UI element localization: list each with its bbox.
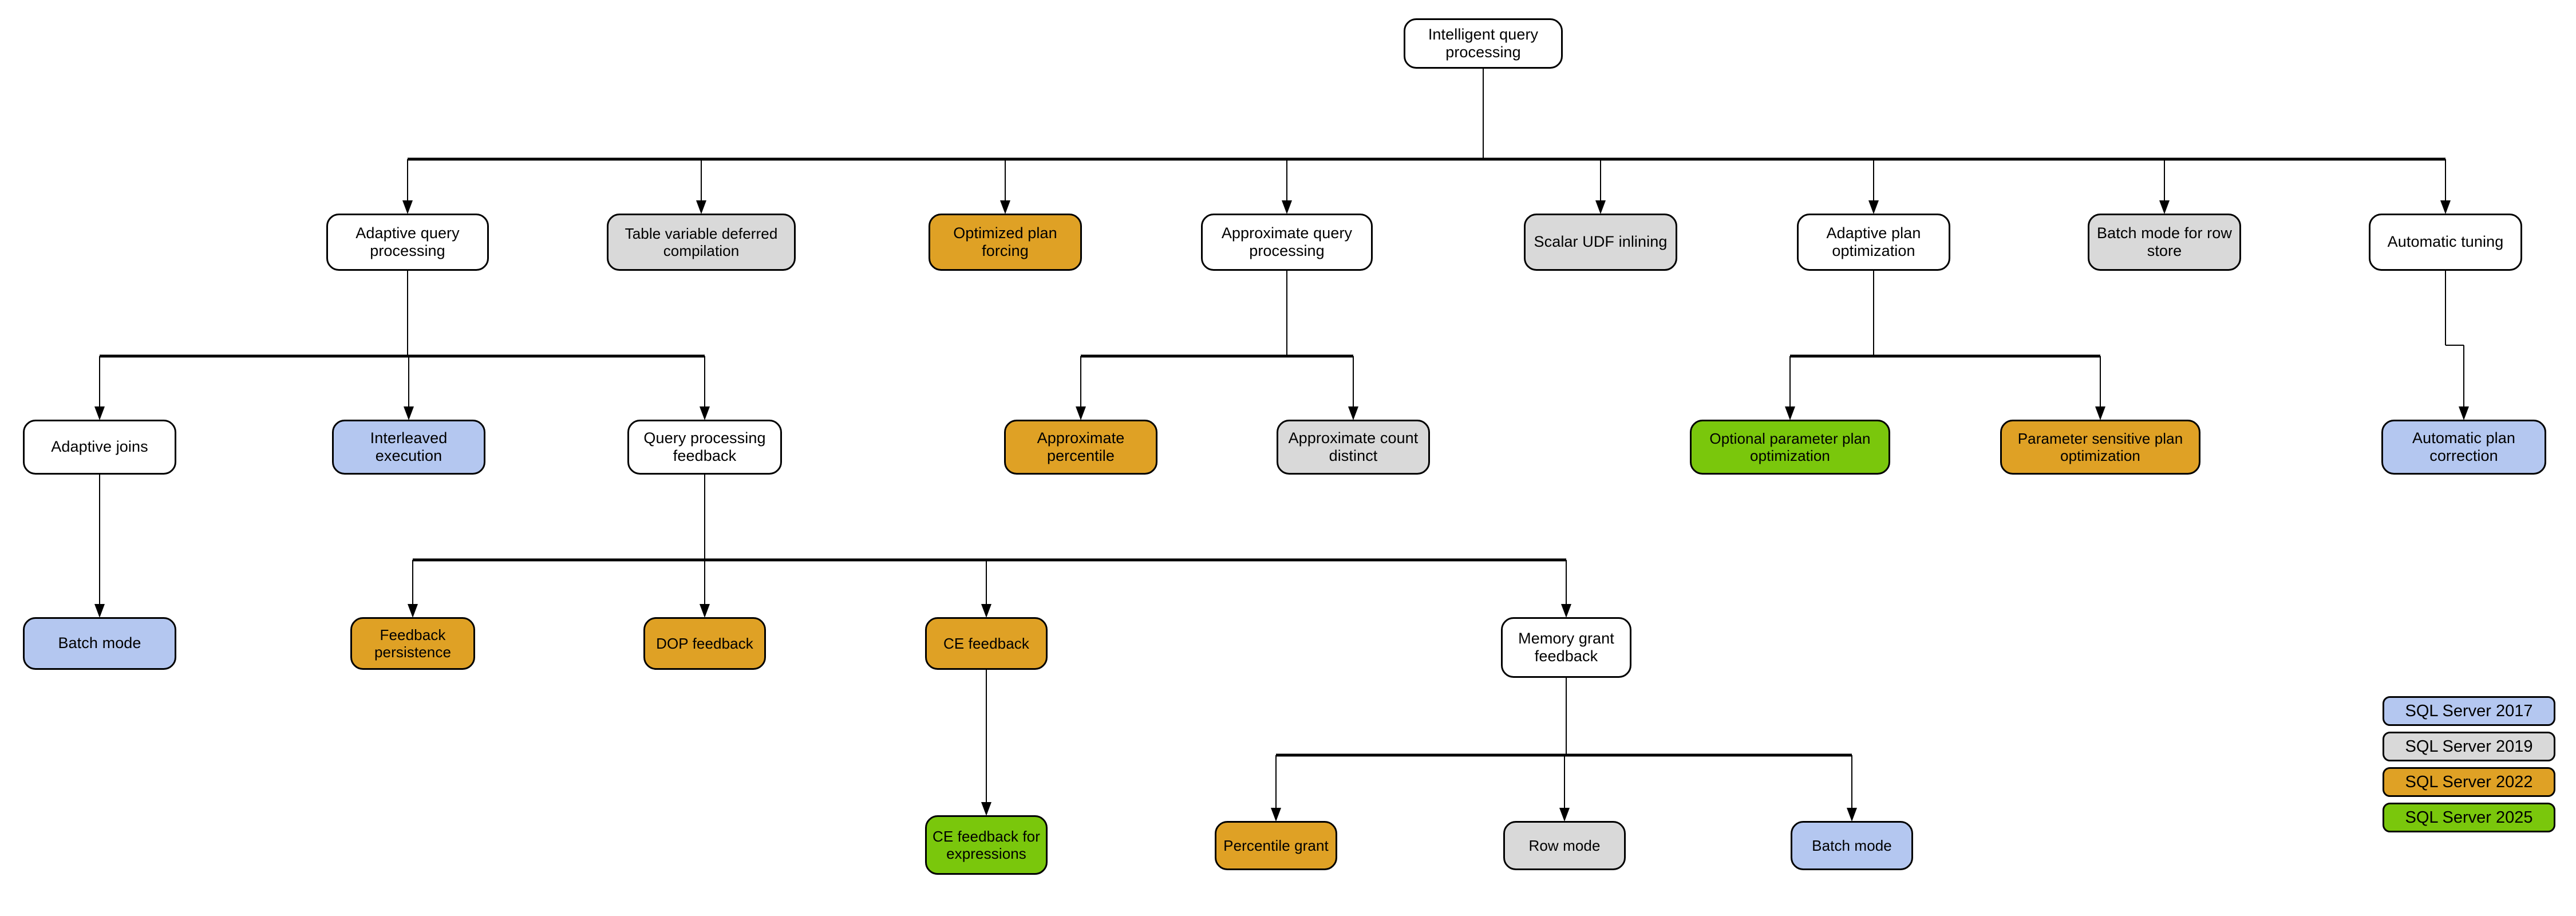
- node-label: Optional parameter plan optimization: [1709, 429, 1871, 464]
- node-label: Approximate percentile: [1037, 429, 1125, 464]
- node-label: Adaptive plan optimization: [1826, 224, 1921, 259]
- node-pspo[interactable]: Parameter sensitive plan optimization: [2000, 420, 2200, 475]
- node-aqp[interactable]: Adaptive query processing: [326, 214, 489, 271]
- node-interleaved[interactable]: Interleaved execution: [332, 420, 485, 475]
- node-label: DOP feedback: [656, 634, 753, 652]
- node-batchmode2[interactable]: Batch mode: [1791, 821, 1913, 870]
- node-label: Query processing feedback: [643, 429, 766, 464]
- node-label: Approximate query processing: [1221, 224, 1353, 259]
- node-label: Batch mode for row store: [2097, 224, 2232, 259]
- legend-item-sql-server-2019: SQL Server 2019: [2383, 732, 2555, 761]
- node-qpf[interactable]: Query processing feedback: [627, 420, 782, 475]
- node-label: Batch mode: [1812, 836, 1892, 854]
- node-label: Adaptive joins: [51, 438, 148, 456]
- node-iqp[interactable]: Intelligent query processing: [1404, 18, 1563, 69]
- node-pctgrant[interactable]: Percentile grant: [1215, 821, 1337, 870]
- node-approxcd[interactable]: Approximate count distinct: [1277, 420, 1430, 475]
- legend-item-sql-server-2022: SQL Server 2022: [2383, 767, 2555, 797]
- node-label: Optimized plan forcing: [953, 224, 1057, 259]
- node-dopfb[interactable]: DOP feedback: [643, 617, 766, 670]
- node-label: CE feedback: [943, 634, 1029, 652]
- node-label: CE feedback for expressions: [933, 827, 1040, 862]
- legend-label: SQL Server 2017: [2405, 701, 2533, 720]
- node-apc[interactable]: Automatic plan correction: [2381, 420, 2546, 475]
- node-cefb[interactable]: CE feedback: [925, 617, 1048, 670]
- node-approxqp[interactable]: Approximate query processing: [1201, 214, 1373, 271]
- legend-label: SQL Server 2025: [2405, 808, 2533, 827]
- node-label: Automatic tuning: [2387, 233, 2504, 251]
- node-bmrs[interactable]: Batch mode for row store: [2088, 214, 2241, 271]
- node-apo[interactable]: Adaptive plan optimization: [1797, 214, 1950, 271]
- node-rowmode[interactable]: Row mode: [1503, 821, 1626, 870]
- node-oppo[interactable]: Optional parameter plan optimization: [1690, 420, 1890, 475]
- node-label: Percentile grant: [1223, 836, 1329, 854]
- legend-item-sql-server-2025: SQL Server 2025: [2383, 803, 2555, 832]
- node-label: Adaptive query processing: [355, 224, 460, 259]
- node-opf[interactable]: Optimized plan forcing: [929, 214, 1082, 271]
- node-label: Batch mode: [58, 634, 141, 652]
- legend-item-sql-server-2017: SQL Server 2017: [2383, 696, 2555, 726]
- node-fbpersist[interactable]: Feedback persistence: [350, 617, 475, 670]
- node-udf[interactable]: Scalar UDF inlining: [1524, 214, 1677, 271]
- node-autotune[interactable]: Automatic tuning: [2369, 214, 2522, 271]
- node-label: Table variable deferred compilation: [625, 224, 778, 259]
- legend-label: SQL Server 2019: [2405, 737, 2533, 756]
- node-mgf[interactable]: Memory grant feedback: [1501, 617, 1631, 678]
- node-cefbexpr[interactable]: CE feedback for expressions: [925, 815, 1048, 875]
- node-label: Interleaved execution: [370, 429, 448, 464]
- node-label: Memory grant feedback: [1518, 629, 1614, 665]
- node-label: Feedback persistence: [374, 626, 452, 661]
- node-label: Parameter sensitive plan optimization: [2017, 429, 2183, 464]
- node-adaptjoins[interactable]: Adaptive joins: [23, 420, 176, 475]
- node-label: Approximate count distinct: [1288, 429, 1419, 464]
- node-label: Automatic plan correction: [2412, 429, 2515, 464]
- node-approxpct[interactable]: Approximate percentile: [1004, 420, 1157, 475]
- node-batchmode1[interactable]: Batch mode: [23, 617, 176, 670]
- node-label: Row mode: [1528, 836, 1601, 854]
- legend-label: SQL Server 2022: [2405, 772, 2533, 791]
- node-label: Scalar UDF inlining: [1534, 233, 1668, 251]
- node-tvdc[interactable]: Table variable deferred compilation: [607, 214, 796, 271]
- node-label: Intelligent query processing: [1428, 25, 1539, 61]
